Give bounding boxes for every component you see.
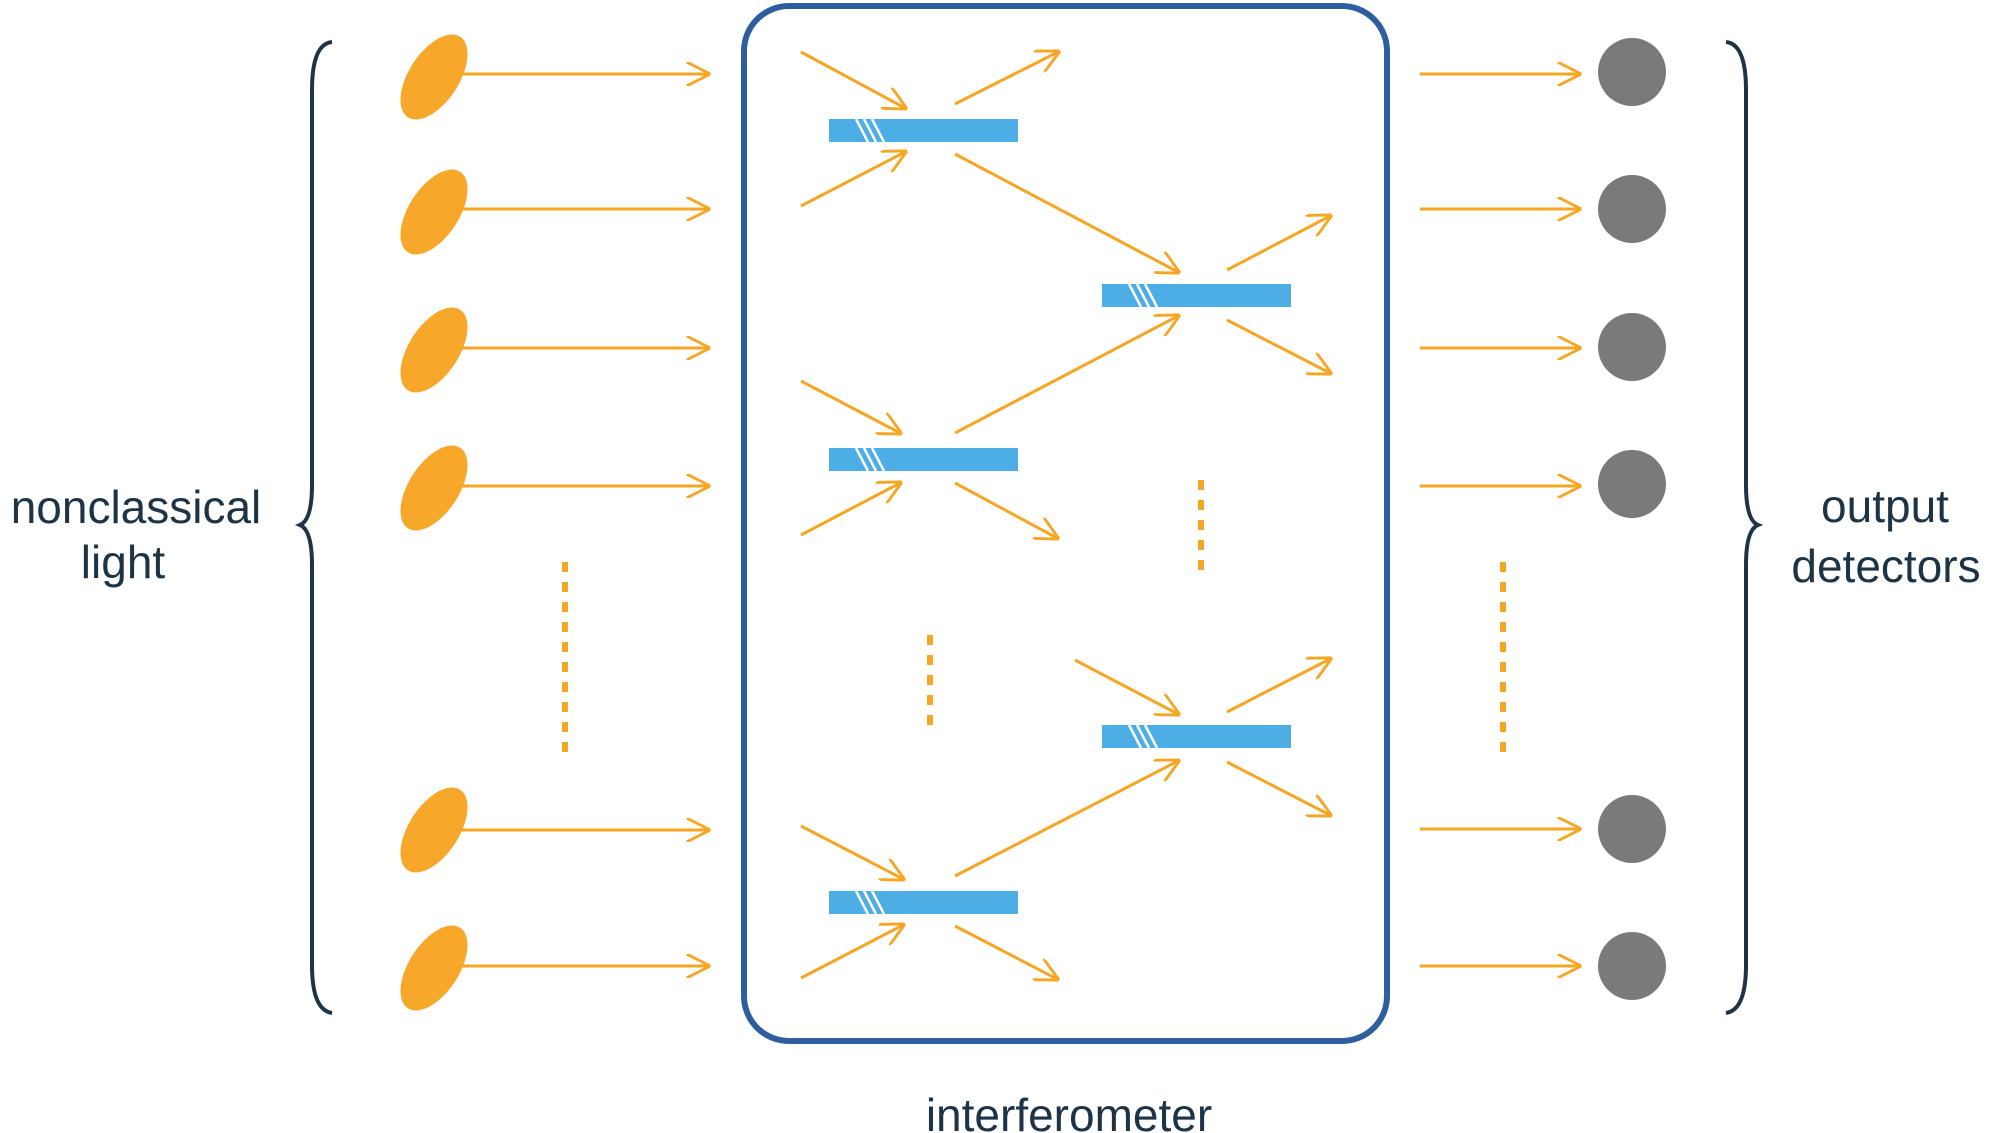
internal-beam: [800, 824, 903, 879]
light-source: [400, 787, 468, 873]
detectors: [1598, 38, 1666, 1000]
internal-beam: [800, 50, 905, 108]
input-beams: [455, 74, 708, 966]
beam-splitter: [1102, 283, 1291, 308]
detector: [1598, 932, 1666, 1000]
right-brace: [1725, 40, 1764, 1015]
beam-splitter: [829, 118, 1018, 143]
output-beams: [1420, 74, 1579, 966]
internal-beam: [800, 925, 903, 980]
left-label-line1: nonclassical: [11, 481, 262, 533]
detector: [1598, 175, 1666, 243]
detector: [1598, 38, 1666, 106]
beam-splitter: [829, 447, 1018, 472]
light-source: [400, 925, 468, 1011]
light-source: [400, 169, 468, 255]
internal-beam: [1226, 659, 1330, 714]
left-brace: [294, 40, 333, 1015]
beam-splitters: [829, 118, 1291, 915]
internal-beam: [1226, 318, 1330, 373]
internal-beam: [954, 52, 1058, 106]
internal-beam: [954, 152, 1178, 272]
interferometer-box: [741, 3, 1390, 1044]
internal-beam: [954, 481, 1057, 538]
internal-beam: [800, 152, 905, 208]
internal-beam: [1226, 760, 1330, 815]
internal-beam: [954, 761, 1178, 878]
right-label-line1: output: [1821, 480, 1949, 532]
internal-beam: [800, 483, 900, 537]
light-sources: [400, 34, 468, 1011]
detector: [1598, 313, 1666, 381]
detector: [1598, 450, 1666, 518]
internal-beam: [800, 379, 900, 433]
right-label-line2: detectors: [1791, 540, 1980, 592]
beam-splitter: [829, 890, 1018, 915]
left-label-line2: light: [81, 536, 166, 588]
light-source: [400, 307, 468, 393]
beam-splitter: [1102, 724, 1291, 749]
internal-beam: [954, 924, 1057, 979]
detector: [1598, 795, 1666, 863]
internal-beam: [1226, 216, 1330, 272]
internal-beams: [800, 50, 1330, 980]
internal-beam: [1074, 658, 1178, 714]
light-source: [400, 34, 468, 120]
internal-beam: [954, 316, 1178, 435]
light-source: [400, 445, 468, 531]
interferometer-label: interferometer: [926, 1089, 1212, 1133]
